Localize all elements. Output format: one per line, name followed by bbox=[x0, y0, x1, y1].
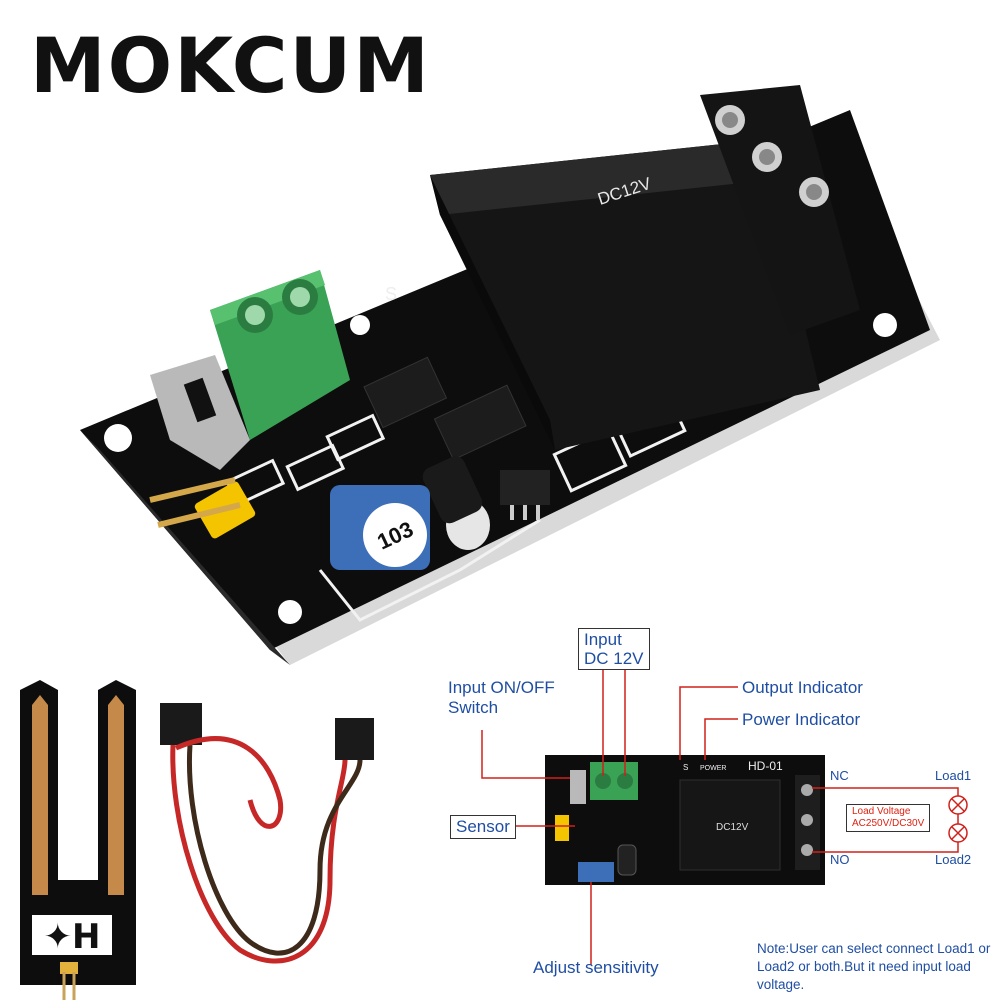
diagram-board-id: HD-01 bbox=[748, 759, 783, 773]
power-indicator-label: Power Indicator bbox=[742, 710, 861, 729]
mount-hole bbox=[278, 600, 302, 624]
wiring-diagram: DC12V HD-01 POWER S bbox=[481, 665, 968, 965]
mount-hole bbox=[104, 424, 132, 452]
diagram-board-s: S bbox=[683, 763, 688, 772]
relay: DC12V bbox=[430, 140, 820, 450]
load2-label: Load2 bbox=[935, 852, 972, 867]
load1-label: Load1 bbox=[935, 768, 972, 783]
soil-probe: ✦H bbox=[20, 680, 136, 1000]
load-voltage-label: Load Voltage AC250V/DC30V bbox=[846, 804, 931, 832]
no-label: NO bbox=[830, 852, 850, 867]
capacitor bbox=[422, 456, 490, 550]
potentiometer: 103 bbox=[330, 485, 430, 570]
note-text: Note:User can select connect Load1 or Lo… bbox=[757, 941, 991, 992]
jumper-wires bbox=[160, 703, 374, 964]
black-screw-terminal bbox=[700, 85, 860, 335]
adjust-sensitivity-label: Adjust sensitivity bbox=[533, 958, 659, 977]
switch-label: Input ON/OFF Switch bbox=[448, 678, 555, 717]
green-screw-terminal bbox=[210, 270, 350, 440]
slide-switch bbox=[150, 355, 250, 470]
transistor bbox=[500, 470, 550, 520]
mount-hole bbox=[873, 313, 897, 337]
sensor-label: Sensor bbox=[450, 815, 516, 839]
input-dc-label: Input DC 12V bbox=[578, 628, 650, 670]
ic-chip bbox=[363, 356, 448, 429]
diagram-board-power: POWER bbox=[700, 765, 726, 772]
relay-module-board: 103 DC12V S bbox=[80, 85, 940, 665]
svg-text:✦H: ✦H bbox=[44, 917, 101, 957]
sensor-header bbox=[149, 477, 256, 539]
board-s-mark: S bbox=[385, 284, 397, 304]
diagram-relay-label: DC12V bbox=[716, 822, 749, 833]
brand-logo: MOKCUM bbox=[30, 21, 431, 110]
nc-label: NC bbox=[830, 768, 849, 783]
output-indicator-label: Output Indicator bbox=[742, 678, 863, 697]
mount-hole bbox=[350, 315, 370, 335]
optocoupler bbox=[433, 384, 527, 461]
